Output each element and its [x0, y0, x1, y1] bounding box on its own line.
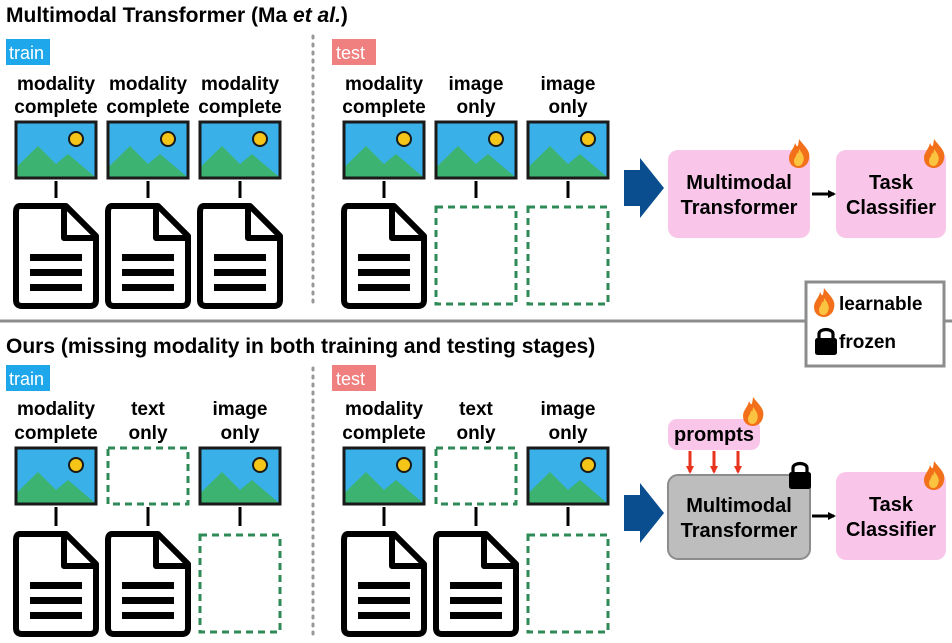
- document-icon: [16, 534, 96, 634]
- top-connectors: [54, 181, 570, 198]
- top-train-label-1a: modality: [17, 74, 96, 95]
- top-test-label-3a: image: [541, 74, 596, 95]
- top-classifier-label-2: Classifier: [846, 197, 936, 219]
- document-icon: [200, 206, 280, 306]
- bottom-test-label-2b: only: [456, 423, 495, 444]
- bottom-classifier-label-1: Task: [869, 494, 914, 516]
- bottom-classifier-label-2: Classifier: [846, 519, 936, 541]
- document-icon: [16, 206, 96, 306]
- top-test-label-1b: complete: [342, 97, 425, 118]
- top-train-tag: train: [9, 43, 44, 63]
- top-test-label-2b: only: [456, 97, 495, 118]
- top-test-label-3b: only: [548, 97, 587, 118]
- top-title: Multimodal Transformer (Ma et al.): [6, 4, 348, 27]
- bottom-test-label-2a: text: [459, 399, 493, 420]
- top-test-label-1a: modality: [345, 74, 424, 95]
- top-train-tag-bg: [6, 39, 50, 65]
- bottom-train-label-2a: text: [131, 399, 165, 420]
- top-test-tag-bg: [332, 39, 376, 65]
- top-transformer-block: [668, 150, 810, 238]
- image-icon: [198, 120, 282, 180]
- document-icon: [344, 206, 424, 306]
- missing-image-box: [106, 446, 190, 506]
- top-transformer-label-1: Multimodal: [686, 172, 792, 194]
- top-flow-arrow: [624, 158, 664, 218]
- bottom-train-label-2b: only: [128, 423, 167, 444]
- bottom-test-label-3b: only: [548, 423, 587, 444]
- top-train-label-3b: complete: [198, 97, 281, 118]
- top-train-label-1b: complete: [14, 97, 97, 118]
- prompts-label: prompts: [674, 424, 754, 446]
- bottom-train-label-1b: complete: [14, 423, 97, 444]
- bottom-test-tag: test: [336, 369, 365, 389]
- image-icon: [526, 446, 610, 506]
- bottom-transformer-block: [667, 474, 811, 560]
- bottom-transformer-label-2: Transformer: [681, 520, 798, 542]
- bottom-connectors: [54, 507, 570, 526]
- legend-learnable: learnable: [839, 294, 922, 315]
- top-classifier-label-1: Task: [869, 172, 914, 194]
- bottom-train-tag: train: [9, 369, 44, 389]
- bottom-train-tag-bg: [6, 365, 50, 391]
- image-icon: [434, 120, 518, 180]
- top-transformer-label-2: Transformer: [681, 197, 798, 219]
- flame-icon: [743, 397, 764, 426]
- prompt-arrows: [686, 451, 742, 474]
- flame-icon: [924, 139, 945, 168]
- image-icon: [14, 120, 98, 180]
- image-icon: [526, 120, 610, 180]
- bottom-classifier-block: [836, 472, 946, 560]
- bottom-test-label-1a: modality: [345, 399, 424, 420]
- document-icon: [436, 534, 516, 634]
- image-icon: [14, 446, 98, 506]
- missing-image-box: [434, 446, 518, 506]
- lock-icon: [787, 461, 813, 491]
- document-icon: [344, 534, 424, 634]
- flame-icon: [924, 461, 945, 490]
- top-classifier-block: [836, 150, 946, 238]
- missing-text-box: [434, 205, 518, 306]
- missing-text-box: [198, 533, 282, 634]
- image-icon: [342, 120, 426, 180]
- top-test-tag: test: [336, 43, 365, 63]
- image-icon: [342, 446, 426, 506]
- legend-frozen: frozen: [839, 332, 896, 353]
- bottom-train-label-3b: only: [220, 423, 259, 444]
- bottom-flow-arrow: [624, 483, 664, 543]
- bottom-transformer-label-1: Multimodal: [686, 495, 792, 517]
- top-train-label-2b: complete: [106, 97, 189, 118]
- document-icon: [108, 206, 188, 306]
- bottom-title: Ours (missing modality in both training …: [6, 335, 595, 358]
- flame-icon: [789, 139, 810, 168]
- top-test-label-2a: image: [449, 74, 504, 95]
- missing-text-box: [526, 205, 610, 306]
- bottom-test-label-3a: image: [541, 399, 596, 420]
- document-icon: [108, 534, 188, 634]
- image-icon: [198, 446, 282, 506]
- missing-text-box: [526, 533, 610, 634]
- top-train-label-3a: modality: [201, 74, 280, 95]
- top-train-label-2a: modality: [109, 74, 188, 95]
- bottom-train-label-1a: modality: [17, 399, 96, 420]
- bottom-train-label-3a: image: [213, 399, 268, 420]
- prompts-block: [668, 419, 760, 450]
- bottom-test-label-1b: complete: [342, 423, 425, 444]
- bottom-test-tag-bg: [332, 365, 376, 391]
- image-icon: [106, 120, 190, 180]
